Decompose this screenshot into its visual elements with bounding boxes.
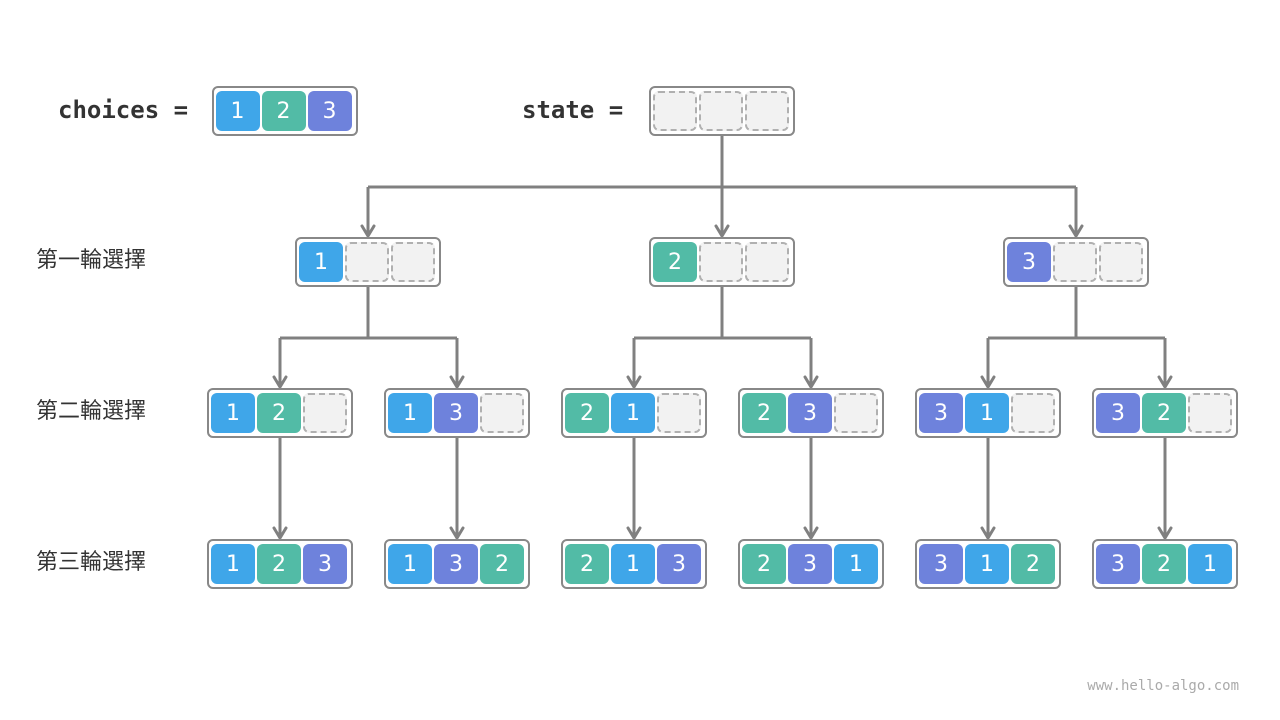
choice-cell-3: 3: [1007, 242, 1051, 282]
state-root-node: [649, 86, 795, 136]
choice-cell-1: 1: [834, 544, 878, 584]
empty-slot: [391, 242, 435, 282]
choice-cell-1: 1: [611, 393, 655, 433]
arrow-head-l1-3: [1068, 224, 1084, 238]
state-label: state =: [522, 96, 624, 124]
empty-slot: [699, 242, 743, 282]
round-label-1: 第一輪選擇: [36, 248, 147, 273]
empty-slot: [1011, 393, 1055, 433]
choice-cell-3: 3: [919, 393, 963, 433]
choice-cell-2: 2: [257, 544, 301, 584]
arrow-head-l1-2: [714, 224, 730, 238]
empty-slot: [745, 242, 789, 282]
choices-label: choices =: [58, 96, 189, 124]
choice-cell-1: 1: [965, 544, 1009, 584]
choice-cell-3: 3: [434, 393, 478, 433]
empty-slot: [1099, 242, 1143, 282]
arrow-head-l3-6: [1157, 526, 1173, 540]
choice-cell-2: 2: [257, 393, 301, 433]
arrow-head-l2-2: [449, 375, 465, 389]
choice-cell-3: 3: [1096, 393, 1140, 433]
state-node-round1: 3: [1003, 237, 1149, 287]
arrow-head-l3-5: [980, 526, 996, 540]
empty-slot: [653, 91, 697, 131]
round-label-3: 第三輪選擇: [36, 550, 147, 575]
choice-cell-1: 1: [211, 393, 255, 433]
state-node-round1: 2: [649, 237, 795, 287]
arrow-head-l1-1: [360, 224, 376, 238]
empty-slot: [699, 91, 743, 131]
empty-slot: [834, 393, 878, 433]
empty-slot: [480, 393, 524, 433]
choice-cell-3: 3: [303, 544, 347, 584]
choice-cell-1: 1: [1188, 544, 1232, 584]
choice-cell-3: 3: [919, 544, 963, 584]
empty-slot: [745, 91, 789, 131]
choice-cell-3: 3: [1096, 544, 1140, 584]
empty-slot: [303, 393, 347, 433]
arrow-head-l2-5: [980, 375, 996, 389]
choice-cell-1: 1: [215, 91, 260, 131]
choice-cell-3: 3: [307, 91, 352, 131]
arrow-head-l2-4: [803, 375, 819, 389]
empty-slot: [345, 242, 389, 282]
choice-cell-2: 2: [1142, 393, 1186, 433]
choice-cell-2: 2: [565, 393, 609, 433]
choice-cell-2: 2: [480, 544, 524, 584]
empty-slot: [657, 393, 701, 433]
choice-cell-2: 2: [742, 544, 786, 584]
choice-cell-1: 1: [965, 393, 1009, 433]
choice-cell-1: 1: [388, 393, 432, 433]
arrow-head-l2-1: [272, 375, 288, 389]
arrow-head-l3-4: [803, 526, 819, 540]
empty-slot: [1053, 242, 1097, 282]
choice-cell-3: 3: [657, 544, 701, 584]
choice-cell-2: 2: [653, 242, 697, 282]
arrow-head-l2-6: [1157, 375, 1173, 389]
choice-cell-2: 2: [565, 544, 609, 584]
choice-cell-1: 1: [211, 544, 255, 584]
arrow-head-l2-3: [626, 375, 642, 389]
choice-cell-2: 2: [261, 91, 306, 131]
choice-cell-3: 3: [434, 544, 478, 584]
choice-cell-3: 3: [788, 393, 832, 433]
watermark: www.hello-algo.com: [1087, 678, 1239, 694]
arrow-head-l3-2: [449, 526, 465, 540]
choice-cell-3: 3: [788, 544, 832, 584]
choice-cell-1: 1: [611, 544, 655, 584]
arrow-head-l3-3: [626, 526, 642, 540]
empty-slot: [1188, 393, 1232, 433]
choice-cell-2: 2: [742, 393, 786, 433]
choice-cell-2: 2: [1142, 544, 1186, 584]
choice-cell-1: 1: [299, 242, 343, 282]
round-label-2: 第二輪選擇: [36, 399, 147, 424]
choice-cell-1: 1: [388, 544, 432, 584]
arrow-head-l3-1: [272, 526, 288, 540]
state-node-round1: 1: [295, 237, 441, 287]
choice-cell-2: 2: [1011, 544, 1055, 584]
